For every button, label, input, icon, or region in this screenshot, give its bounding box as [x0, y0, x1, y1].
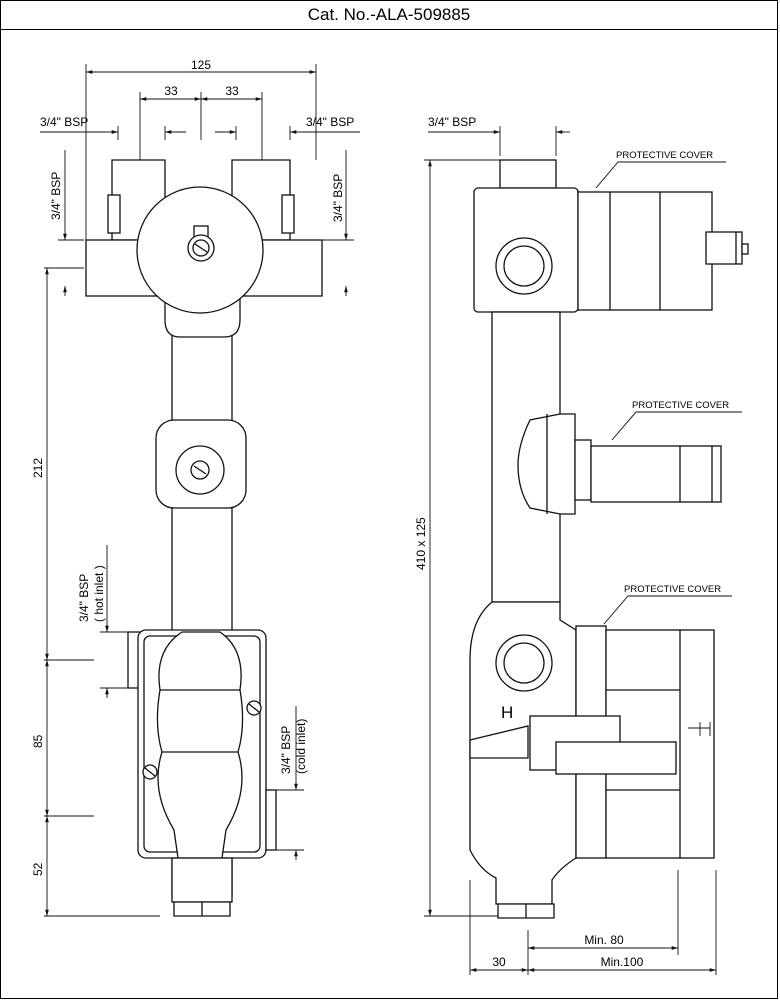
dim-min100: Min.100	[601, 955, 644, 969]
bsp-top-left: 3/4" BSP	[40, 115, 88, 129]
bsp-side-left: 3/4" BSP	[49, 172, 63, 220]
catalog-header: Cat. No.-ALA-509885	[0, 0, 778, 30]
side-bsp-top: 3/4" BSP	[428, 115, 476, 129]
protective-cover-label-1: PROTECTIVE COVER	[616, 150, 713, 161]
boss-left	[107, 194, 121, 234]
cold-inlet-line2: (cold inlet)	[294, 719, 308, 774]
dim-410x125: 410 x 125	[414, 517, 428, 570]
dim-33-left: 33	[164, 84, 178, 98]
protective-cover-label-2: PROTECTIVE COVER	[632, 400, 729, 411]
dim-30: 30	[492, 955, 506, 969]
side-upper-port-inner	[503, 245, 545, 287]
hot-mark: H	[501, 703, 513, 722]
hot-inlet-line1: 3/4" BSP	[77, 574, 91, 622]
protective-cover-1	[577, 191, 713, 311]
drawing-frame	[0, 30, 778, 999]
protective-cover-2	[590, 445, 722, 503]
dim-125: 125	[191, 58, 211, 72]
dim-52: 52	[31, 862, 45, 876]
side-view: H PROTECTIVE COVER PROTECTIVE COVER PROT…	[414, 115, 749, 975]
dim-85: 85	[31, 734, 45, 748]
cartridge-profile	[156, 631, 244, 859]
cold-inlet-line1: 3/4" BSP	[279, 726, 293, 774]
hot-inlet-line2: ( hot inlet )	[92, 565, 106, 622]
dim-33-right: 33	[225, 84, 239, 98]
side-spout	[469, 725, 529, 759]
boss-right	[281, 194, 295, 234]
cover-3-spindle	[555, 741, 677, 775]
side-top-port	[499, 159, 557, 189]
bsp-side-right: 3/4" BSP	[331, 174, 345, 222]
side-lower-port-inner	[503, 642, 545, 684]
dim-212: 212	[31, 458, 45, 478]
bsp-top-right: 3/4" BSP	[306, 115, 354, 129]
front-view: 125 33 33 3/4" BSP 3/4" BSP 3/4" BSP	[31, 58, 360, 917]
protective-cover-label-3: PROTECTIVE COVER	[624, 584, 721, 595]
dim-min80: Min. 80	[584, 933, 624, 947]
catalog-number: Cat. No.-ALA-509885	[307, 5, 471, 24]
diverter-collar	[574, 439, 592, 501]
bottom-outlet	[171, 857, 233, 903]
cold-inlet-boss	[265, 789, 277, 851]
